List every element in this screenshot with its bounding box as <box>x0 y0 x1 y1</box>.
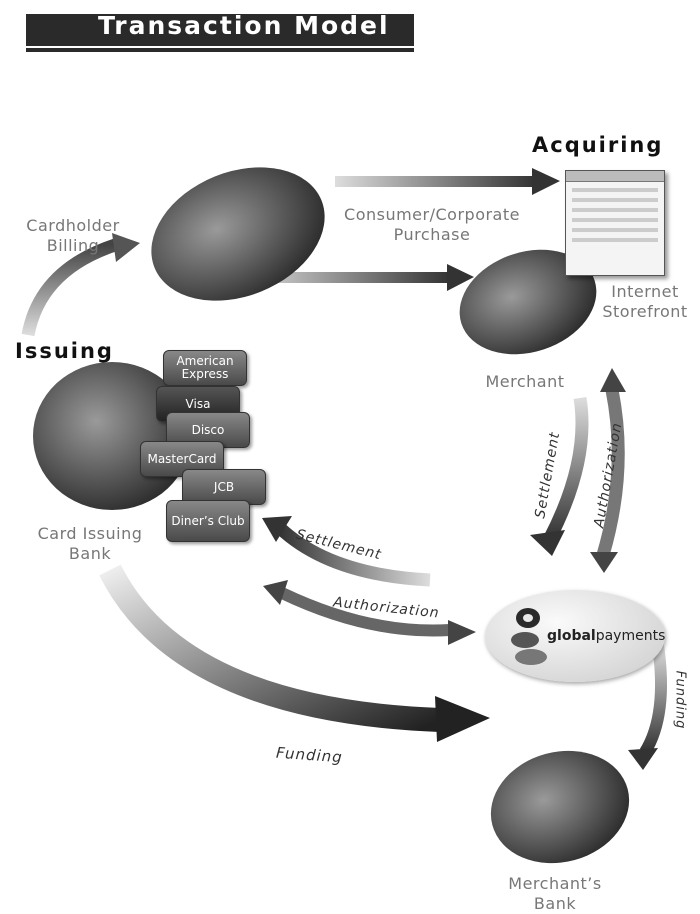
authorization-vertical-arrow <box>596 388 625 557</box>
acquiring-heading: Acquiring <box>532 133 664 157</box>
card-american-express: American Express <box>163 350 247 386</box>
cardholder-billing-arrowhead <box>112 233 140 262</box>
card-discover: Disco <box>166 412 250 448</box>
merchant-label: Merchant <box>485 372 565 391</box>
cardholder-billing-arrow <box>21 238 118 337</box>
global-payments-processor: globalpayments <box>485 590 665 682</box>
settlement-horizontal-arrow <box>275 523 431 587</box>
settlement-vertical-arrow <box>544 396 589 541</box>
card-jcb: JCB <box>182 469 266 505</box>
card-issuing-bank-label: Card Issuing Bank <box>37 524 143 563</box>
title-bar <box>26 14 414 52</box>
purchase-arrow-bottom <box>245 272 450 283</box>
global-payments-wordmark: globalpayments <box>547 628 666 644</box>
funding-side-arrow <box>639 644 667 756</box>
page-title: Transaction Model <box>98 11 390 40</box>
card-diners-club: Diner’s Club <box>166 500 250 542</box>
issuing-heading: Issuing <box>15 339 114 363</box>
consumer-purchase-label: Consumer/Corporate Purchase <box>344 205 520 244</box>
global-payments-logo-icon <box>511 608 547 665</box>
purchase-arrow-top <box>335 176 535 187</box>
merchants-bank-label: Merchant’s Bank <box>508 874 602 913</box>
internet-storefront-label: Internet Storefront <box>602 282 688 321</box>
funding-main-arrow <box>99 564 441 732</box>
authorization-horizontal-arrow <box>279 587 451 637</box>
internet-storefront-icon <box>565 170 665 276</box>
funding-side-label: Funding <box>672 670 688 730</box>
cardholder-billing-label: Cardholder Billing <box>26 216 120 255</box>
